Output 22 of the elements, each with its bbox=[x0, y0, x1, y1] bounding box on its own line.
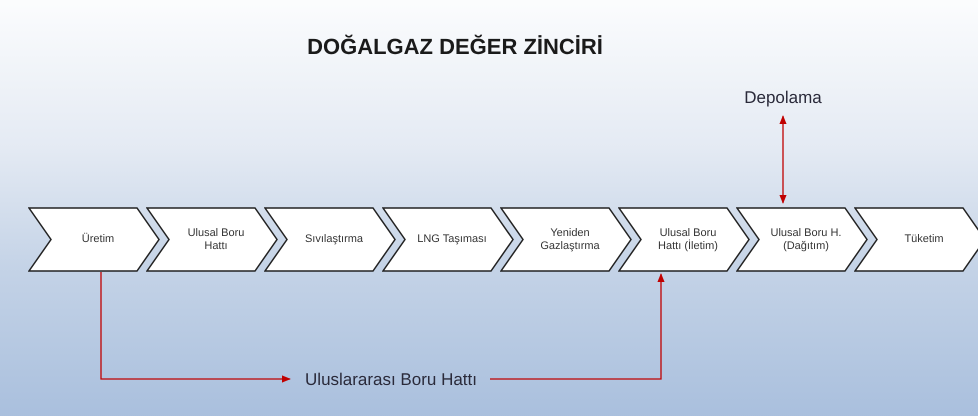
title: DOĞALGAZ DEĞER ZİNCİRİ bbox=[306, 33, 604, 61]
chevron-step bbox=[500, 207, 632, 272]
chevron-step bbox=[146, 207, 278, 272]
chevron-step bbox=[618, 207, 750, 272]
chevron-step bbox=[382, 207, 514, 272]
step-label: Ulusal Boru H. (Dağıtım) bbox=[770, 226, 842, 252]
arrow bbox=[100, 272, 291, 383]
chevron-step bbox=[264, 207, 396, 272]
arrow bbox=[490, 273, 665, 380]
step-label: LNG Taşıması bbox=[416, 233, 488, 246]
step-label: Yeniden Gazlaştırma bbox=[539, 226, 601, 252]
arrow bbox=[779, 115, 787, 204]
text-label: Depolama bbox=[728, 86, 838, 110]
chevron-step bbox=[854, 207, 978, 272]
step-label: Tüketim bbox=[903, 233, 945, 246]
text-label: Uluslararası Boru Hattı bbox=[296, 368, 486, 392]
chevron-step bbox=[28, 207, 160, 272]
step-label: Ulusal Boru Hattı (İletim) bbox=[657, 226, 719, 252]
chevron-step bbox=[736, 207, 868, 272]
step-label: Üretim bbox=[80, 233, 116, 246]
step-label: Ulusal Boru Hattı bbox=[186, 226, 246, 252]
step-label: Sıvılaştırma bbox=[304, 233, 364, 246]
